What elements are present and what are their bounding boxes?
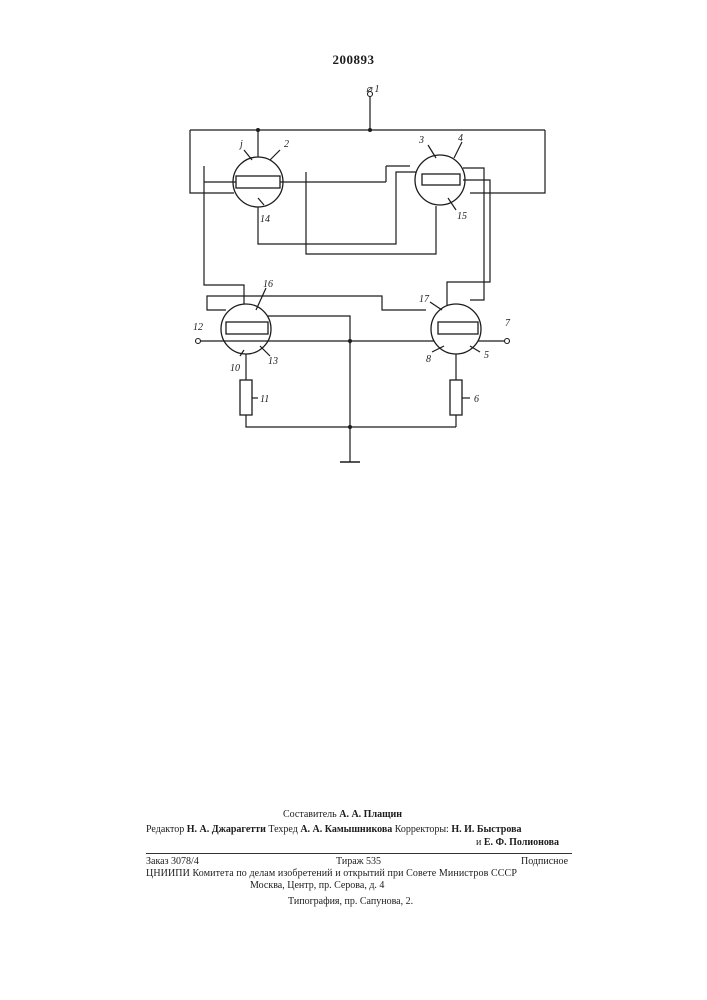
label-4: 4: [458, 133, 463, 144]
label-17: 17: [419, 294, 430, 305]
label-7: 7: [505, 318, 511, 329]
label-15: 15: [457, 211, 467, 222]
leader: [260, 346, 270, 356]
label-1: ⌀ 1: [366, 84, 380, 95]
leader: [256, 288, 266, 310]
tube-8-electrode: [438, 322, 478, 334]
terminal-7: [505, 339, 510, 344]
label-11: 11: [260, 394, 269, 405]
bottom-bus: [246, 415, 456, 427]
junction-dot: [348, 425, 352, 429]
label-5: 5: [484, 350, 489, 361]
tube-2-electrode: [236, 176, 280, 188]
leader: [454, 142, 462, 158]
label-16: 16: [263, 279, 273, 290]
label-12: 12: [193, 322, 203, 333]
leader: [270, 150, 280, 160]
wire: [470, 130, 545, 193]
label-14: 14: [260, 214, 270, 225]
tube-10-electrode: [226, 322, 268, 334]
terminal-12: [196, 339, 201, 344]
leader: [430, 302, 442, 310]
label-8: 8: [426, 354, 431, 365]
wire: [190, 130, 234, 193]
label-3: 3: [418, 135, 424, 146]
label-6: 6: [474, 394, 479, 405]
tube-4-electrode: [422, 174, 460, 185]
resistor-6: [450, 380, 462, 415]
wire: [268, 316, 350, 344]
label-10: 10: [230, 363, 240, 374]
wire: [463, 168, 484, 300]
resistor-11: [240, 380, 252, 415]
junction-dot: [368, 128, 372, 132]
label-13: 13: [268, 356, 278, 367]
label-j: j: [238, 139, 243, 150]
label-2: 2: [284, 139, 289, 150]
